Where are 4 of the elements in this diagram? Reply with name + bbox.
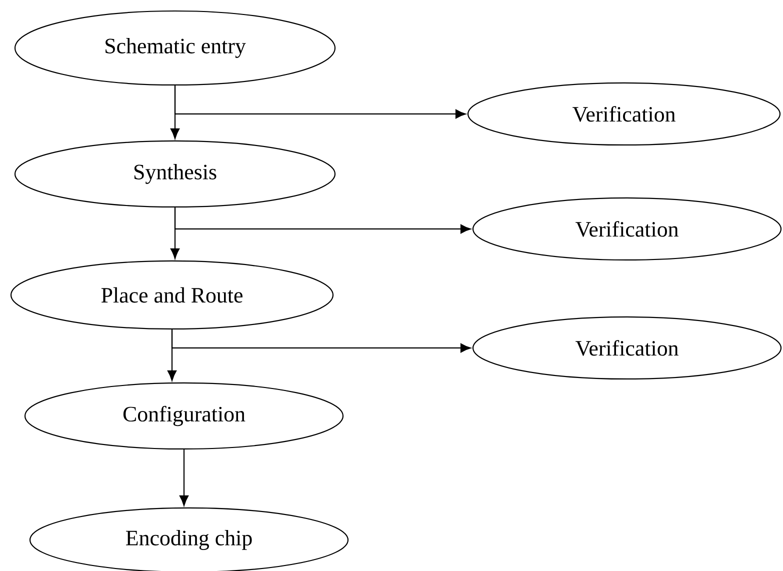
- arrow: [174, 84, 466, 119]
- arrow: [171, 328, 471, 353]
- arrow: [179, 450, 189, 506]
- arrow: [174, 206, 471, 234]
